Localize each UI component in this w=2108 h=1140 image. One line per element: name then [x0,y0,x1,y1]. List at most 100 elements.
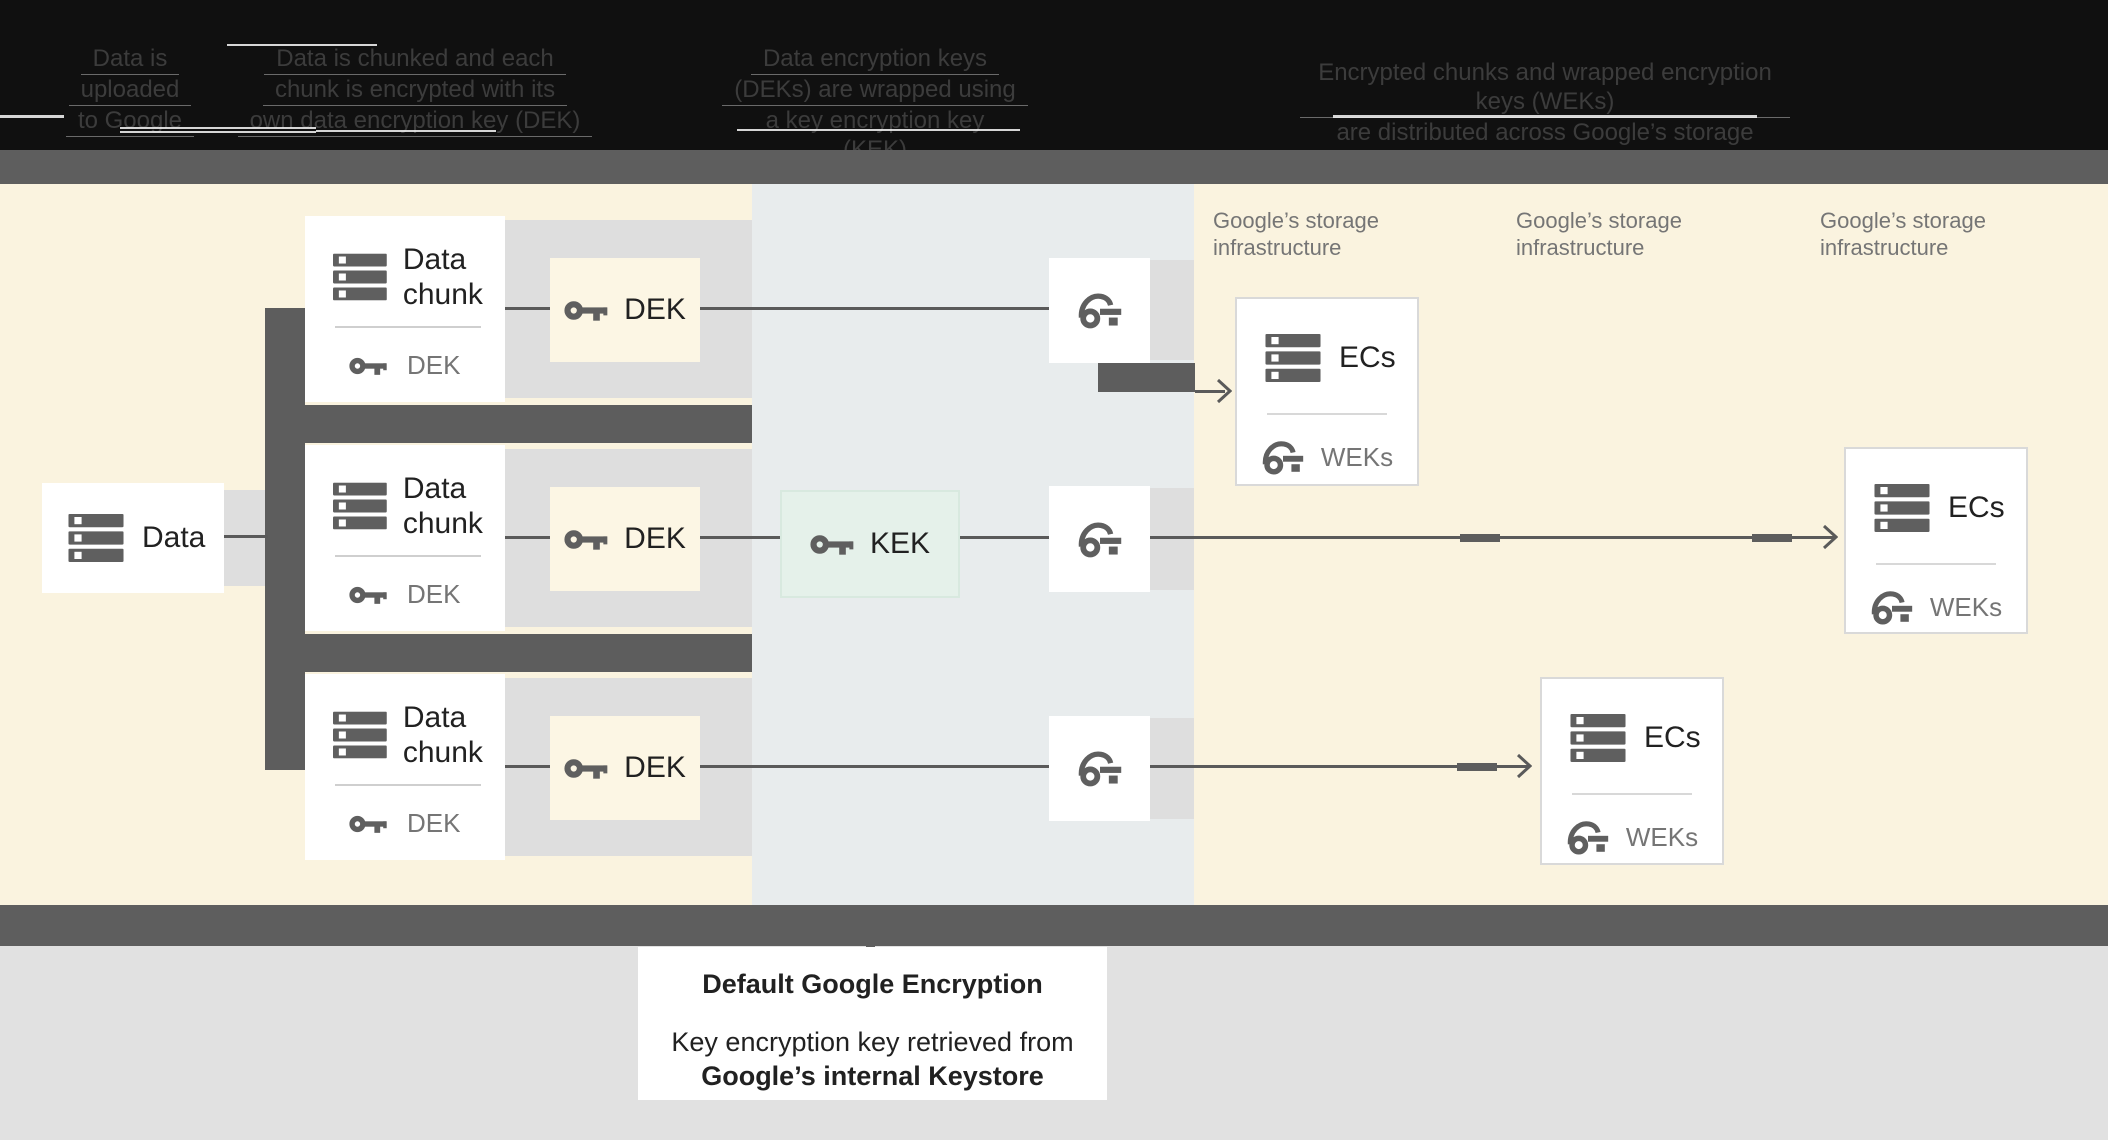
row-divider-bar-2 [265,634,752,672]
divider [1572,793,1692,795]
key-icon [810,531,856,558]
weks-row: WEKs [1542,819,1722,856]
top-divider-strip [0,150,2108,184]
wrap-box-band-2 [1150,488,1194,590]
key-icon [564,526,610,553]
wrap-box-1 [1049,258,1150,363]
chunk-key-row: DEK [349,350,505,381]
data-box: Data [42,483,224,593]
header-step-3-line-2-text: (DEKs) are wrapped using [722,75,1028,106]
header-step-4-line-2-text: are distributed across Google’s storage … [1300,118,1790,150]
key-icon [349,812,389,836]
wrap-box-band-3 [1150,718,1194,819]
chunk-title-row: Data chunk [333,700,505,770]
storage-infrastructure-label-3: Google’s storage infrastructure [1820,208,1986,260]
header-step-2-line-3-text: own data encryption key (DEK) [237,106,593,137]
header-step-3-line-2: (DEKs) are wrapped using [720,75,1030,106]
header-step-1-line-2: uploaded [10,75,250,106]
caption-line-2: Google’s internal Keystore [701,1061,1044,1091]
wrapped-key-icon [1077,520,1123,559]
key-icon [349,583,389,607]
chunk-key-label: DEK [407,350,461,380]
line-dek2-to-kek [700,536,780,539]
header-step-1-line-2-text: uploaded [68,75,192,106]
wrap1-output-bar [1098,363,1195,392]
weks-row: WEKs [1846,589,2026,626]
weks-label: WEKs [1929,592,2003,622]
header-step-3-line-1-text: Data encryption keys [750,44,1000,75]
arrow-segment [1752,534,1792,542]
key-icon [349,354,389,378]
header-step-1-line-1: Data is [10,44,250,75]
database-icon [333,710,387,760]
header-step-2-line-1: Data is chunked and each [205,44,625,75]
data-chunk-card-1: Data chunk DEK [305,216,505,402]
storage-infrastructure-label-1: Google’s storage infrastructure [1213,208,1379,260]
wrapped-key-icon [1870,589,1914,626]
dek-box-label: DEK [624,293,686,326]
wrap-box-3 [1049,716,1150,821]
chunk-key-row: DEK [349,579,505,610]
header-step-4: Encrypted chunks and wrapped encryption … [1300,58,1790,150]
caption-line-1: Key encryption key retrieved from [671,1027,1074,1057]
header-artifact-line [120,127,316,129]
header-step-1: Data is uploaded to Google [10,44,250,137]
header-step-1-line-1-text: Data is [80,44,180,75]
trunk-connector [265,308,305,770]
line-chunk2-to-dek2 [505,536,550,539]
divider [335,784,481,786]
header-step-2: Data is chunked and each chunk is encryp… [205,44,625,137]
ecs-title-row: ECs [1874,479,2026,537]
database-icon [1570,714,1626,762]
dek-box-3: DEK [550,716,700,820]
chunk-title: Data chunk [402,243,483,311]
header-step-4-line-2: are distributed across Google’s storage … [1300,118,1790,150]
arrowhead-icon [1216,378,1232,404]
dek-box-label: DEK [624,751,686,784]
arrow-segment [1460,534,1500,542]
header-step-2-line-3: own data encryption key (DEK) [205,106,625,137]
data-box-label: Data [142,521,206,554]
weks-row: WEKs [1237,439,1417,476]
ecs-card-1: ECs WEKs [1235,297,1419,486]
header-step-2-line-2: chunk is encrypted with its [205,75,625,106]
chunk-title: Data chunk [402,701,483,769]
wrapped-key-icon [1077,749,1123,788]
arrow-line-wrap3-to-ecs3 [1150,765,1528,768]
header-step-2-line-2-text: chunk is encrypted with its [262,75,568,106]
database-icon [333,481,387,531]
dek-box-1: DEK [550,258,700,362]
key-icon [564,755,610,782]
chunk-key-label: DEK [407,808,461,838]
wrapped-key-icon [1077,291,1123,330]
divider [335,326,481,328]
line-dek1-to-wrap1 [700,307,1049,310]
header-artifact-line [316,130,496,132]
ecs-title: ECs [1339,341,1396,374]
header-artifact-line [737,129,1020,131]
header-artifact-line [1333,115,1757,118]
line-data-to-trunk [224,535,268,538]
line-dek3-to-wrap3 [700,765,1049,768]
divider [335,555,481,557]
row-divider-bar-1 [265,405,752,443]
chunk-title-row: Data chunk [333,471,505,541]
header-step-4-line-1-text: Encrypted chunks and wrapped encryption … [1300,58,1790,118]
divider [1876,563,1996,565]
database-icon [68,514,124,562]
header-step-2-line-1-text: Data is chunked and each [264,44,566,75]
arrowhead-icon [1516,753,1532,779]
line-chunk1-to-dek1 [505,307,550,310]
dek-box-2: DEK [550,487,700,591]
chunk-key-row: DEK [349,808,505,839]
chunk-title: Data chunk [402,472,483,540]
data-chunk-card-3: Data chunk DEK [305,674,505,860]
arrowhead-icon [1822,524,1838,550]
caption-title: Default Google Encryption [702,969,1043,999]
arrow-segment [1457,763,1497,771]
data-box-band [222,490,266,586]
chunk-key-label: DEK [407,579,461,609]
caption-card: Default Google Encryption Key encryption… [638,947,1107,1100]
header-step-4-line-1: Encrypted chunks and wrapped encryption … [1300,58,1790,118]
